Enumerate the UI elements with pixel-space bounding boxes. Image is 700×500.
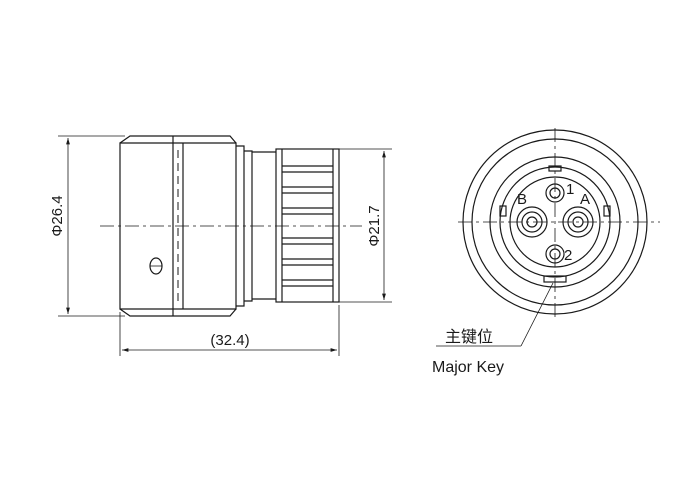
contact-2 [545, 244, 565, 264]
major-key-notch [543, 275, 567, 283]
side-view: Φ26.4 Φ21.7 (32.4) [49, 135, 392, 356]
dimension-length: (32.4) [119, 305, 340, 356]
dimension-outer-diameter: Φ26.4 [49, 135, 125, 317]
major-key-label-cn: 主键位 [445, 328, 493, 346]
major-key-callout: 主键位 Major Key [432, 282, 554, 376]
insert-face [509, 176, 601, 268]
outer-diameter-label: Φ26.4 [49, 195, 66, 236]
key-notches [499, 165, 611, 283]
dimension-nut-diameter: Φ21.7 [339, 148, 392, 303]
coupling-nut [252, 148, 340, 303]
pin-label-2: 2 [564, 247, 572, 264]
pin-label-b: B [517, 191, 527, 208]
contact-b [516, 206, 548, 238]
front-view: B A 1 2 主键位 Major Key [432, 128, 660, 376]
contact-a [562, 206, 594, 238]
length-label: (32.4) [210, 332, 249, 349]
pin-label-1: 1 [566, 181, 574, 198]
nut-diameter-label: Φ21.7 [366, 205, 383, 246]
major-key-label-en: Major Key [432, 359, 504, 376]
contact-1 [545, 183, 565, 203]
pin-label-a: A [580, 191, 590, 208]
outer-shell-ring [462, 129, 648, 315]
